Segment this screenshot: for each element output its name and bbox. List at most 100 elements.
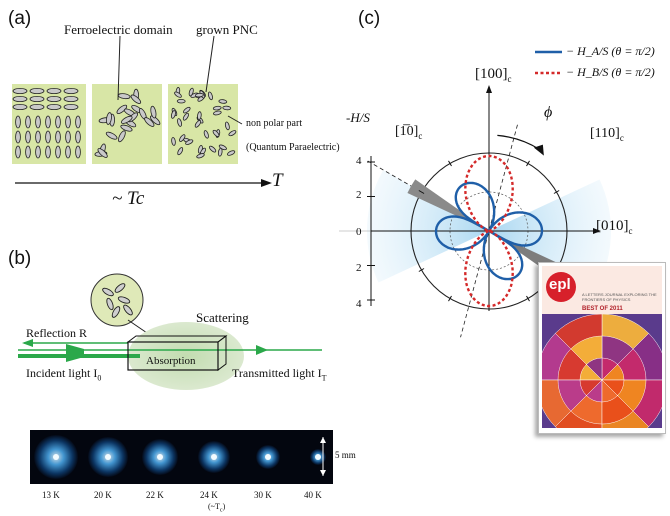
x-axis-arrow bbox=[593, 228, 601, 234]
epl-logo-circle bbox=[546, 272, 576, 302]
pnc-ellipse bbox=[106, 297, 114, 311]
phi-label: ϕ bbox=[544, 104, 553, 121]
red-curve-hb bbox=[464, 154, 514, 308]
scattering-spot-core bbox=[265, 454, 271, 460]
pnc-ellipse bbox=[188, 87, 194, 97]
dir-1bar10-sub: c bbox=[418, 130, 423, 141]
quantum-paraelectric-label: (Quantum Paraelectric) bbox=[246, 142, 340, 153]
domain-ellipse bbox=[144, 117, 155, 127]
epl-tagline: A LETTERS JOURNAL EXPLORING THE FRONTIER… bbox=[582, 292, 657, 302]
pnc-ellipse bbox=[228, 130, 237, 137]
domain-ellipse bbox=[29, 96, 45, 103]
tc-note-end: ) bbox=[222, 502, 226, 511]
dir-010-label: [010]c bbox=[596, 218, 633, 236]
legend-text-b: − H_B/S (θ = π/2) bbox=[566, 65, 655, 79]
scattering-label: Scattering bbox=[196, 310, 249, 325]
steep-dashed-line bbox=[460, 124, 518, 338]
domain-ellipse bbox=[55, 145, 61, 159]
transmitted-light-label: Transmitted light IT bbox=[232, 366, 326, 382]
y-axis-arrow bbox=[486, 85, 492, 93]
domain-ellipses bbox=[12, 87, 237, 159]
phi-arc bbox=[497, 134, 541, 151]
scattering-spot-core bbox=[315, 454, 321, 460]
nonpolar-leader-line bbox=[227, 115, 243, 125]
temperature-label: 24 K bbox=[200, 490, 218, 500]
ferro-leader-line bbox=[117, 35, 121, 101]
incident-light-label: Incident light I0 bbox=[26, 366, 101, 382]
ferroelectric-domain-label: Ferroelectric domain bbox=[64, 22, 173, 37]
domain-ellipse bbox=[150, 105, 157, 119]
pnc-ellipse bbox=[171, 137, 176, 146]
temperature-label: T bbox=[272, 170, 283, 191]
shaded-fan-left bbox=[367, 170, 489, 283]
pnc-ellipse bbox=[196, 153, 205, 159]
incident-light-text: Incident light I bbox=[26, 366, 98, 380]
domain-ellipse bbox=[12, 88, 28, 95]
domain-ellipse bbox=[25, 130, 31, 144]
domain-ellipse bbox=[63, 88, 79, 95]
epl-best-of: BEST OF 2011 bbox=[582, 306, 623, 312]
temperature-label: 30 K bbox=[254, 490, 272, 500]
scattering-spot-core bbox=[157, 454, 163, 460]
phi-arrowhead bbox=[533, 144, 544, 156]
pnc-ellipse bbox=[213, 110, 222, 116]
scale-bar-bottom bbox=[320, 470, 326, 476]
domain-ellipse bbox=[35, 145, 41, 159]
domain-ellipse bbox=[116, 104, 128, 114]
pnc-ellipse bbox=[212, 129, 220, 138]
pnc-ellipse bbox=[182, 112, 189, 121]
pnc-ellipse bbox=[212, 105, 222, 111]
pnc-leader-line bbox=[205, 35, 215, 93]
scattering-spot-core bbox=[105, 454, 111, 460]
tc-note-text: (~T bbox=[208, 502, 220, 511]
panel-a-label: (a) bbox=[8, 8, 32, 29]
dir-010-sub: c bbox=[628, 226, 633, 236]
polar-tick-label: 2 bbox=[356, 262, 362, 274]
pnc-ellipse bbox=[174, 91, 182, 98]
pnc-ellipse bbox=[111, 306, 121, 318]
pnc-ellipse bbox=[185, 139, 194, 145]
pnc-ellipse bbox=[176, 98, 186, 104]
pnc-ellipse bbox=[114, 283, 126, 293]
ring-tick bbox=[448, 295, 452, 302]
scattering-cloud bbox=[128, 322, 244, 390]
cover-wedge bbox=[601, 379, 625, 396]
polar-tick-label: 4 bbox=[356, 155, 362, 167]
domain-ellipse bbox=[75, 145, 81, 159]
domain-ellipse bbox=[25, 145, 31, 159]
polar-tick-label: 0 bbox=[356, 226, 362, 238]
transmitted-arrowhead bbox=[256, 345, 268, 355]
scale-bar-top bbox=[320, 437, 326, 443]
tc-label: ~ Tc bbox=[112, 188, 145, 209]
epl-cover: epl A LETTERS JOURNAL EXPLORING THE FRON… bbox=[538, 262, 666, 434]
domain-ellipse bbox=[45, 145, 51, 159]
pnc-ellipse bbox=[177, 147, 184, 156]
domain-ellipse bbox=[55, 115, 61, 129]
domain-ellipse bbox=[15, 115, 21, 129]
domain-ellipse bbox=[46, 88, 62, 95]
pnc-ellipse bbox=[227, 150, 236, 156]
pnc-ellipse bbox=[183, 106, 191, 114]
grown-pnc-label: grown PNC bbox=[196, 22, 258, 37]
domain-ellipse bbox=[55, 130, 61, 144]
domain-ellipse bbox=[63, 104, 79, 111]
temperature-label: 13 K bbox=[42, 490, 60, 500]
y-axis-title: -H/S bbox=[346, 110, 370, 125]
domain-ellipse bbox=[65, 115, 71, 129]
pnc-ellipse bbox=[207, 91, 213, 101]
dir-110-sub: c bbox=[619, 132, 624, 143]
domain-ellipse bbox=[35, 130, 41, 144]
pnc-ellipse bbox=[203, 130, 209, 139]
domain-ellipse bbox=[35, 115, 41, 129]
epl-logo-text: epl bbox=[549, 276, 571, 293]
ring-tick bbox=[418, 190, 425, 194]
scattering-spot-core bbox=[211, 454, 217, 460]
pnc-ellipse bbox=[218, 99, 228, 104]
domain-ellipse bbox=[130, 94, 142, 104]
domain-ellipse bbox=[15, 130, 21, 144]
temperature-label: 22 K bbox=[146, 490, 164, 500]
dir-010-text: [010] bbox=[596, 218, 629, 234]
legend-text-a: − H_A/S (θ = π/2) bbox=[566, 44, 655, 58]
domain-ellipse bbox=[106, 112, 112, 125]
